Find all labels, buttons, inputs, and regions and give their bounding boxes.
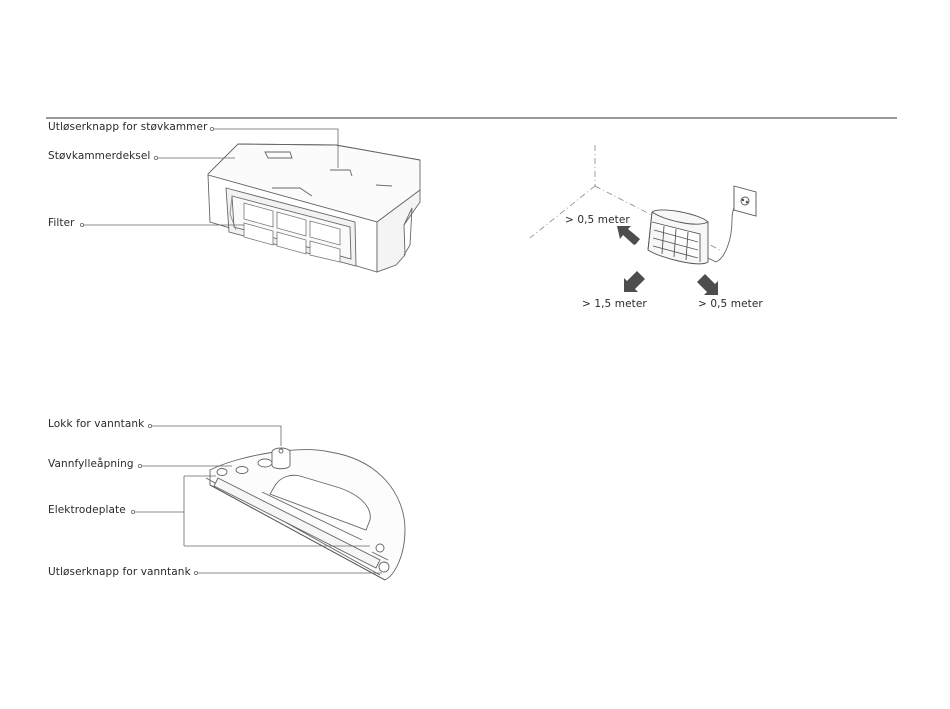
distance-side: > 0,5 meter: [698, 298, 763, 310]
label-water-tank-lid: Lokk for vanntank: [48, 418, 144, 430]
arrow-front-icon: [624, 271, 645, 292]
arrow-back-icon: [617, 226, 640, 245]
label-electrode-plate: Elektrodeplate: [48, 504, 126, 516]
distance-front: > 1,5 meter: [582, 298, 647, 310]
distance-back: > 0,5 meter: [565, 214, 630, 226]
label-dustbin-cover: Støvkammerdeksel: [48, 150, 150, 162]
label-dustbin-release-button: Utløserknapp for støvkammer: [48, 121, 208, 133]
dustbin-illustration: [208, 144, 420, 272]
label-water-fill-opening: Vannfylleåpning: [48, 458, 134, 470]
label-water-tank-release-button: Utløserknapp for vanntank: [48, 566, 191, 578]
placement-illustration: [530, 145, 756, 295]
watertank-illustration: [206, 448, 405, 580]
arrow-side-icon: [697, 274, 718, 295]
label-filter: Filter: [48, 217, 75, 229]
